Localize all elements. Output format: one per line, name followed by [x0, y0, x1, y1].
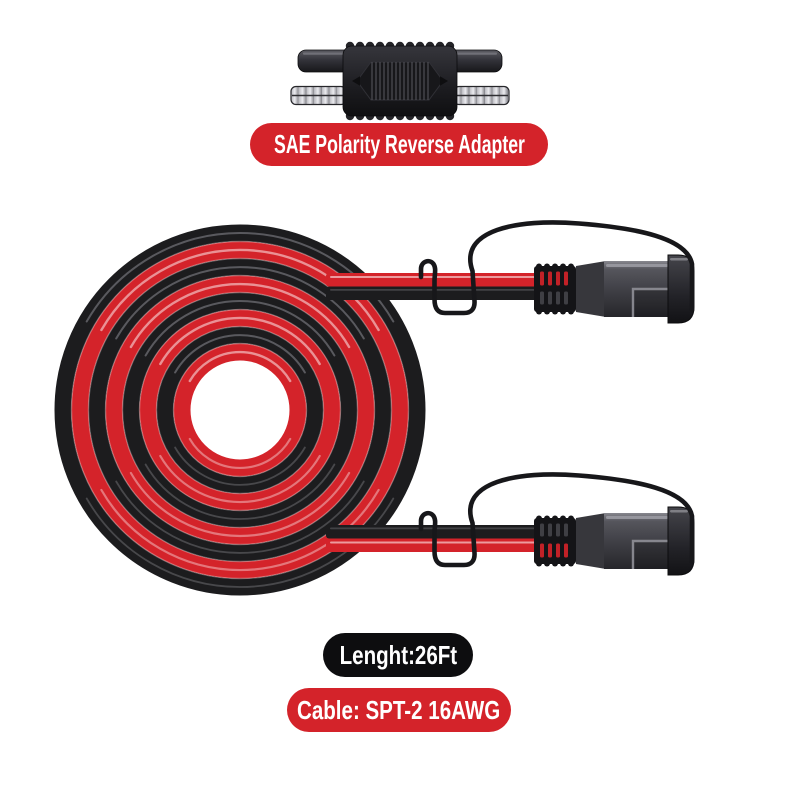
adapter-arrow-left-icon: [352, 76, 360, 86]
coil-gloss-top: [85, 231, 395, 383]
cable-coil: [54, 224, 426, 596]
coil-gloss-bottom: [85, 437, 395, 588]
adapter-center-block: [342, 41, 458, 121]
cable-spec-badge: Cable: SPT-2 16AWG: [287, 688, 511, 732]
cable-spec-label: Cable: SPT-2 16AWG: [297, 694, 501, 725]
coil-ring: [156, 326, 324, 494]
adapter-arrow-right-icon: [440, 76, 448, 86]
connector-taper-top: [576, 261, 606, 317]
connector-strain-relief-bottom: [534, 515, 576, 567]
adapter-rib-lines: [371, 62, 429, 100]
coil-ring: [88, 258, 392, 562]
coil-ring: [122, 292, 358, 528]
adapter-terminal-right: [453, 85, 510, 106]
coil-ring: [54, 224, 426, 596]
length-badge: Lenght:26Ft: [323, 633, 473, 677]
cap-tether-wire-bottom: [418, 472, 695, 568]
sae-connector-bottom: [418, 472, 695, 576]
length-label: Lenght:26Ft: [339, 639, 457, 670]
connector-taper-bottom: [576, 513, 606, 569]
coil-ring-separators: [70, 240, 410, 580]
adapter-name-badge: SAE Polarity Reverse Adapter: [250, 123, 548, 166]
connector-strain-relief-top: [534, 263, 576, 315]
adapter-terminal-left: [290, 85, 347, 106]
sae-adapter-image: [290, 41, 510, 121]
cap-tether-wire-top: [418, 220, 695, 316]
adapter-name-label: SAE Polarity Reverse Adapter: [273, 129, 525, 159]
sae-connector-top: [418, 220, 695, 324]
